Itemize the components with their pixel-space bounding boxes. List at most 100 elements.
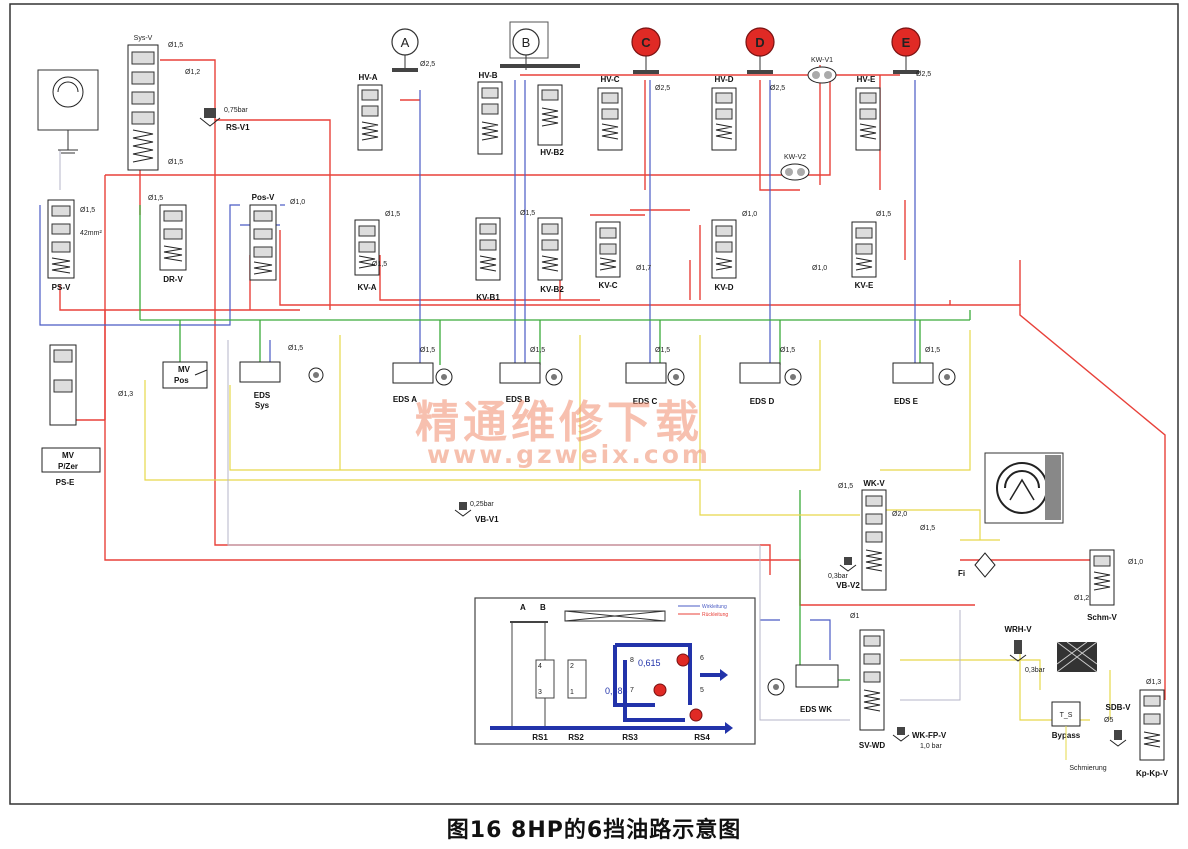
eds-sys[interactable]: EDS Sys Ø1,5: [239, 345, 324, 410]
svg-text:Ø5: Ø5: [1104, 717, 1113, 724]
valve-hv-b[interactable]: HV-B: [477, 71, 503, 155]
svg-text:PS-E: PS-E: [56, 478, 75, 487]
svg-text:Ø1,3: Ø1,3: [1146, 679, 1161, 686]
svg-text:Pos: Pos: [174, 376, 189, 385]
svg-text:Ø1,5: Ø1,5: [372, 261, 387, 268]
svg-text:Ø1,2: Ø1,2: [185, 69, 200, 76]
svg-text:D: D: [755, 35, 764, 50]
valve-kw-v2[interactable]: KW-V2: [780, 154, 810, 181]
svg-text:0,25bar: 0,25bar: [470, 501, 494, 508]
svg-text:KV-C: KV-C: [598, 281, 617, 290]
valve-rs-v1[interactable]: RS-V1 0,75bar: [199, 107, 250, 132]
svg-text:HV-D: HV-D: [714, 75, 733, 84]
svg-text:KV-B2: KV-B2: [540, 285, 564, 294]
legend-inset: A B Wirkleitung Rückleitung 0,615 0,385 …: [474, 597, 756, 745]
valve-kv-d[interactable]: KV-D Ø1,0: [711, 211, 757, 292]
svg-text:Sys: Sys: [255, 401, 270, 410]
svg-text:Pos-V: Pos-V: [252, 193, 275, 202]
valve-kv-e[interactable]: KV-E Ø1,5: [851, 211, 891, 290]
valve-ps-v[interactable]: PS-V 42mm² Ø1,5: [47, 199, 102, 292]
svg-text:Ø1,5: Ø1,5: [876, 211, 891, 218]
valve-wk-fp-v[interactable]: WK-FP-V 1,0 bar: [892, 727, 947, 750]
svg-text:MV: MV: [178, 365, 191, 374]
svg-text:VB-V1: VB-V1: [475, 515, 499, 524]
svg-text:0,3bar: 0,3bar: [1025, 667, 1046, 674]
svg-text:4: 4: [538, 663, 542, 670]
valve-pos-v[interactable]: Pos-V Ø1,0: [249, 193, 305, 281]
valve-vb-v2[interactable]: VB-V2 0,3bar: [828, 557, 860, 590]
figure-caption: 图16 8HP的6挡油路示意图: [446, 818, 742, 843]
port-d[interactable]: D: [745, 27, 775, 74]
svg-text:Ø1,5: Ø1,5: [925, 347, 940, 354]
valve-vb-v1[interactable]: VB-V1 0,25bar: [454, 501, 499, 524]
svg-text:Ø1,2: Ø1,2: [1074, 595, 1089, 602]
svg-text:EDS: EDS: [254, 391, 271, 400]
pump-symbol: [37, 69, 99, 154]
port-a[interactable]: A: [391, 28, 419, 72]
valve-kv-c[interactable]: KV-C: [595, 221, 621, 290]
valve-kp-kp-v[interactable]: Kp-Kp-V Ø1,3: [1136, 679, 1169, 778]
svg-text:EDS B: EDS B: [506, 395, 531, 404]
svg-text:VB-V2: VB-V2: [836, 581, 860, 590]
valve-sys-v[interactable]: Sys-V: [127, 35, 159, 171]
svg-text:MV: MV: [62, 451, 75, 460]
svg-text:1: 1: [570, 689, 574, 696]
port-e[interactable]: E: [891, 27, 921, 74]
eds-e[interactable]: EDS E Ø1,5: [892, 347, 956, 406]
svg-text:C: C: [641, 35, 651, 50]
svg-text:Ø1,0: Ø1,0: [812, 265, 827, 272]
eds-d[interactable]: EDS D Ø1,5: [739, 347, 802, 406]
svg-text:Ø2,5: Ø2,5: [916, 71, 931, 78]
eds-b[interactable]: EDS B Ø1,5: [499, 347, 563, 404]
svg-text:RS4: RS4: [694, 733, 710, 742]
valve-hv-b2[interactable]: HV-B2: [537, 84, 564, 157]
svg-text:0,615: 0,615: [638, 658, 661, 668]
valve-kv-b1[interactable]: KV-B1: [475, 217, 501, 302]
valve-hv-a[interactable]: HV-A: [357, 73, 383, 151]
svg-text:EDS A: EDS A: [393, 395, 417, 404]
svg-text:Ø2,5: Ø2,5: [770, 85, 785, 92]
filter-fi: Fi: [958, 552, 996, 578]
valve-sv-wd[interactable]: SV-WD Ø1: [850, 613, 885, 750]
solenoid-mv-pzer[interactable]: MV P/Zer PS-E: [41, 344, 101, 487]
svg-text:0,75bar: 0,75bar: [224, 107, 248, 114]
svg-text:B: B: [522, 35, 531, 50]
orifice-labels: Ø1,5 Ø1,2 Ø1,5 Ø2,5 Ø2,5 Ø2,5 Ø2,5 Ø1,5 …: [118, 42, 935, 532]
valve-wrh-v[interactable]: WRH-V 0,3bar: [1004, 625, 1045, 674]
svg-text:6: 6: [700, 655, 704, 662]
svg-text:Fi: Fi: [958, 569, 965, 578]
gray-lines: [59, 150, 961, 721]
svg-text:WK-FP-V: WK-FP-V: [912, 731, 947, 740]
converter-symbol: [984, 452, 1064, 524]
valve-hv-c[interactable]: HV-C: [597, 75, 623, 151]
svg-text:Ø1,5: Ø1,5: [530, 347, 545, 354]
valve-hv-d[interactable]: HV-D: [711, 75, 737, 151]
eds-wk[interactable]: EDS WK: [767, 664, 839, 714]
svg-text:WK-V: WK-V: [863, 479, 885, 488]
svg-text:Ø1,5: Ø1,5: [520, 210, 535, 217]
valve-sdb-v[interactable]: SDB-V Ø5: [1104, 703, 1132, 747]
valve-kw-v1[interactable]: KW-V1: [807, 57, 837, 84]
bypass-ts[interactable]: T_S Bypass Schmierung: [1051, 701, 1107, 772]
svg-text:1,0 bar: 1,0 bar: [920, 743, 942, 750]
svg-text:8: 8: [630, 657, 634, 664]
svg-text:HV-E: HV-E: [857, 75, 876, 84]
valve-wk-v[interactable]: WK-V Ø1,5 Ø2,0: [838, 479, 907, 591]
valve-dr-v[interactable]: DR-V Ø1,5: [148, 195, 187, 284]
port-b[interactable]: B: [500, 21, 580, 70]
svg-text:Ø1,0: Ø1,0: [1128, 559, 1143, 566]
svg-text:Schmierung: Schmierung: [1069, 765, 1106, 772]
valve-schm-v[interactable]: Schm-V Ø1,0 Ø1,2: [1074, 549, 1143, 622]
valve-kv-b2[interactable]: KV-B2: [537, 217, 564, 294]
eds-a[interactable]: EDS A Ø1,5: [392, 347, 453, 404]
svg-text:EDS D: EDS D: [750, 397, 775, 406]
svg-text:SDB-V: SDB-V: [1106, 703, 1132, 712]
port-c[interactable]: C: [631, 27, 661, 74]
valve-kv-a[interactable]: KV-A Ø1,5: [354, 211, 400, 292]
valve-hv-e[interactable]: HV-E: [855, 75, 881, 151]
eds-c[interactable]: EDS C Ø1,5: [625, 347, 685, 406]
solenoid-mv-pos[interactable]: MV Pos: [162, 361, 208, 389]
svg-text:5: 5: [700, 687, 704, 694]
svg-text:Ø2,0: Ø2,0: [892, 511, 907, 518]
